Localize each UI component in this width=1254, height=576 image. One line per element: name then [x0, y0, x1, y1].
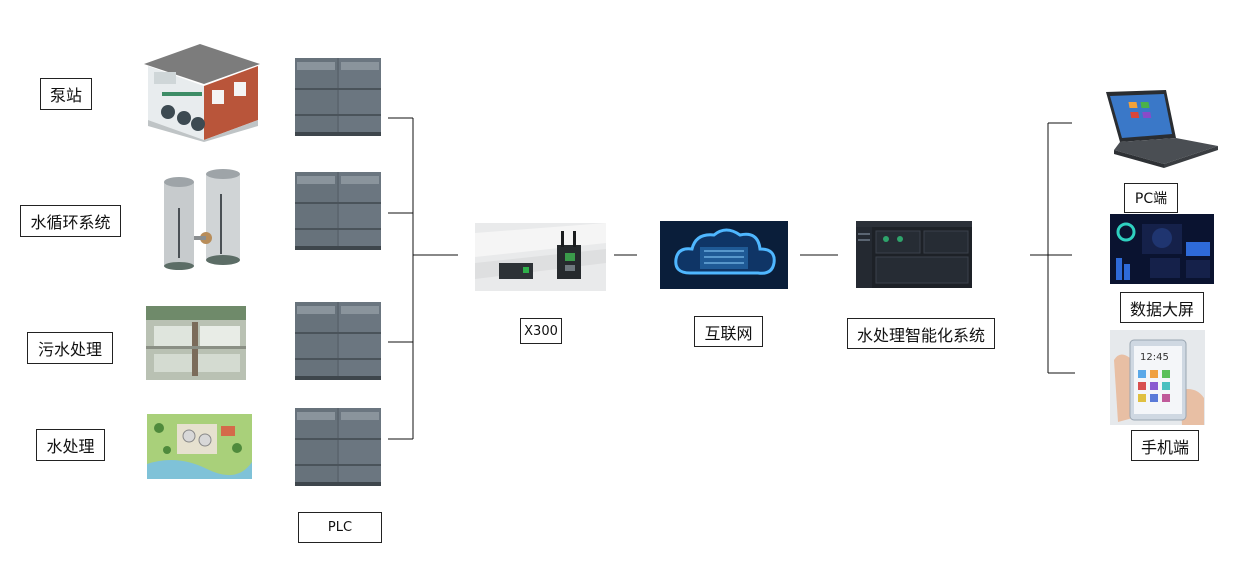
laptop-icon	[1104, 88, 1220, 168]
water-treatment-plant-map-icon	[147, 414, 252, 479]
pump-station-building-icon	[140, 42, 264, 142]
plc-controller-icon	[295, 58, 381, 136]
big-screen-dashboard-icon	[1110, 214, 1214, 284]
dashboard-screen-icon	[856, 221, 972, 288]
plc-controller-icon	[295, 302, 381, 380]
terminal-label-mobile: 手机端	[1131, 430, 1199, 461]
plc-controller-icon	[295, 408, 381, 486]
sewage-treatment-pool-icon	[146, 306, 246, 380]
cloud-label: 互联网	[694, 316, 763, 347]
source-label-pump-station: 泵站	[40, 78, 92, 110]
water-tank-cylinders-icon	[158, 168, 248, 272]
source-label-water-circulation: 水循环系统	[20, 205, 121, 237]
source-label-sewage-treatment: 污水处理	[27, 332, 113, 364]
plc-controller-icon	[295, 172, 381, 250]
phone-clock-text: 12:45	[1140, 352, 1169, 363]
terminal-label-pc: PC端	[1124, 183, 1178, 213]
cloud-icon	[660, 221, 788, 289]
gateway-label: X300	[520, 318, 562, 344]
platform-label: 水处理智能化系统	[847, 318, 995, 349]
source-label-water-treatment: 水处理	[36, 429, 105, 461]
smartphone-hand-icon: 12:45	[1110, 330, 1205, 425]
plc-label: PLC	[298, 512, 382, 543]
terminal-label-big-screen: 数据大屏	[1120, 292, 1204, 323]
industrial-router-icon	[475, 223, 606, 291]
